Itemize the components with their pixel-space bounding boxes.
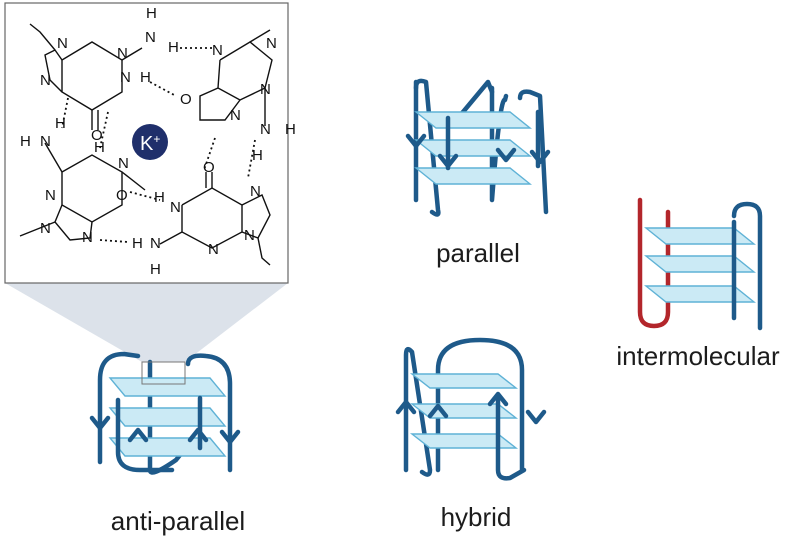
atom-n: N	[57, 35, 68, 52]
tetrad-layer	[108, 407, 227, 427]
atom-n: N	[244, 227, 255, 244]
direction-arrow	[529, 149, 551, 165]
tetrad-layer	[414, 111, 532, 129]
potassium-ion: K+	[132, 124, 168, 160]
atom-h: H	[55, 115, 66, 132]
atom-n: N	[212, 42, 223, 59]
ion-symbol: K	[140, 133, 154, 155]
direction-arrow	[437, 153, 459, 169]
tetrad-layer	[409, 433, 519, 449]
zoom-connector	[5, 283, 288, 362]
atom-o: O	[180, 91, 192, 108]
guanine-top-left	[29, 23, 143, 130]
atom-h: H	[150, 261, 161, 278]
atom-n: N	[118, 155, 129, 172]
guanine-bottom-left	[19, 142, 146, 241]
tetrad-layer	[644, 227, 756, 245]
atom-n: N	[117, 45, 128, 62]
atom-n: N	[250, 183, 261, 200]
direction-arrow	[395, 399, 417, 415]
atom-n: N	[40, 220, 51, 237]
direction-arrow	[89, 415, 111, 431]
atom-o: O	[203, 159, 215, 176]
label-parallel: parallel	[436, 238, 520, 268]
hybrid-quadruplex	[395, 337, 547, 481]
svg-text:K+: K+	[140, 132, 160, 155]
hydrogen-bonds	[61, 47, 256, 243]
atom-n: N	[145, 29, 156, 46]
label-hybrid: hybrid	[441, 502, 512, 532]
atom-n: N	[150, 235, 161, 252]
direction-arrow	[525, 409, 547, 425]
atom-h: H	[252, 147, 263, 164]
atom-n: N	[40, 133, 51, 150]
zoom-window	[141, 361, 186, 385]
guanine-top-right	[199, 29, 273, 126]
label-intermolecular: intermolecular	[616, 341, 780, 371]
atom-n: N	[82, 229, 93, 246]
direction-arrow	[127, 427, 149, 443]
direction-arrow	[427, 403, 449, 419]
atom-h: H	[140, 69, 151, 86]
direction-arrow	[487, 391, 509, 407]
tetrad-layer	[644, 255, 756, 273]
atom-h: H	[132, 235, 143, 252]
tetrad-layer	[409, 373, 519, 389]
parallel-quadruplex	[405, 78, 551, 217]
atom-n: N	[230, 107, 241, 124]
atom-h: H	[94, 139, 105, 156]
g-tetrad-inset: N N N N N N N N N N N N N N N N N N N N …	[4, 2, 296, 284]
atom-n: N	[45, 187, 56, 204]
atom-n: N	[208, 241, 219, 258]
atom-h: H	[285, 121, 296, 138]
atom-h: H	[20, 133, 31, 150]
atom-n: N	[120, 69, 131, 86]
atom-n: N	[170, 199, 181, 216]
atom-n: N	[40, 72, 51, 89]
atom-n: N	[260, 81, 271, 98]
ion-charge: +	[153, 132, 160, 146]
intermolecular-quadruplex	[637, 197, 763, 331]
antiparallel-quadruplex	[89, 351, 241, 475]
atom-h: H	[168, 39, 179, 56]
direction-arrow	[219, 429, 241, 445]
label-antiparallel: anti-parallel	[111, 506, 245, 536]
guanine-bottom-right	[159, 172, 271, 266]
direction-arrow	[405, 133, 427, 149]
atom-n: N	[266, 35, 277, 52]
direction-arrow	[495, 147, 517, 163]
atom-o: O	[116, 187, 128, 204]
atom-n: N	[260, 121, 271, 138]
atom-h: H	[146, 5, 157, 22]
atom-o: O	[91, 127, 103, 144]
direction-arrow	[187, 427, 209, 443]
tetrad-layer	[108, 377, 227, 397]
tetrad-layer	[414, 167, 532, 185]
atom-h: H	[154, 189, 165, 206]
tetrad-layer	[409, 403, 519, 419]
tetrad-layer	[644, 285, 756, 303]
